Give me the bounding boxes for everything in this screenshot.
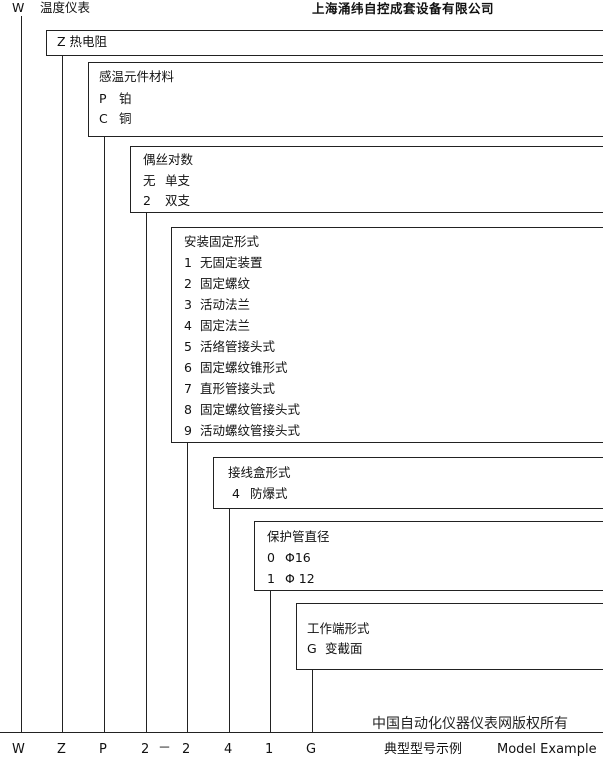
connector-line-pairs [146,211,147,732]
example-code: 2 [141,742,150,757]
example-code: 2 [182,742,191,757]
option-code: 0 [267,550,275,565]
option-code: P [99,91,107,106]
option-code: 4 [184,318,192,333]
connector-line-mount [187,441,188,732]
company-name: 上海涌纬自控成套设备有限公司 [312,1,495,16]
option-text: 防爆式 [250,486,288,501]
example-code: 4 [224,742,233,757]
option-text: Φ 12 [285,571,315,586]
example-label-en: Model Example [497,742,597,757]
baseline [0,732,603,733]
option-text: 固定螺纹管接头式 [200,402,301,417]
connector-line-p [104,135,105,732]
option-text: 铂 [119,91,132,106]
option-text: Φ16 [285,550,311,565]
watermark-text: 中国自动化仪器仪表网版权所有 [372,716,568,732]
option-code: G [307,641,317,656]
example-separator: － [158,741,172,756]
option-code: 4 [232,486,240,501]
option-code: 3 [184,297,192,312]
example-code: Z [57,742,66,757]
level-type-box: Z 热电阻 [46,30,603,56]
option-text: 固定螺纹锥形式 [200,360,288,375]
connector-line-w [21,16,22,732]
option-text: 单支 [165,173,191,188]
level-pairs-title: 偶丝对数 [143,152,194,167]
option-code: 1 [184,255,192,270]
option-text: 变截面 [325,641,363,656]
level-end-box: 工作端形式 G 变截面 [296,603,603,670]
option-text: 活络管接头式 [200,339,276,354]
option-text: 双支 [165,193,191,208]
example-code: P [99,742,107,757]
example-code: 1 [265,742,274,757]
option-code: 无 [143,173,156,188]
level-diameter-box: 保护管直径 0 Φ16 1 Φ 12 [254,521,603,591]
connector-line-z [62,54,63,732]
connector-line-junction [229,507,230,732]
level-diameter-title: 保护管直径 [267,529,330,544]
option-text: 活动螺纹管接头式 [200,423,301,438]
option-text: 固定螺纹 [200,276,251,291]
level-material-box: 感温元件材料 P 铂 C 铜 [88,62,603,137]
level-end-title: 工作端形式 [307,621,370,636]
option-text: 铜 [119,111,132,126]
example-label-cn: 典型型号示例 [384,742,463,757]
example-code: G [306,742,317,757]
option-code: 1 [267,571,275,586]
header-title: 温度仪表 [40,0,91,15]
level-mount-title: 安装固定形式 [184,234,260,249]
header-code: W [12,0,25,15]
option-code: C [99,111,108,126]
option-code: 2 [143,193,151,208]
option-code: 8 [184,402,192,417]
option-code: 9 [184,423,192,438]
level-junction-box: 接线盒形式 4 防爆式 [213,457,603,509]
option-text: 直形管接头式 [200,381,276,396]
option-text: 固定法兰 [200,318,251,333]
level-material-title: 感温元件材料 [99,69,175,84]
option-code: 2 [184,276,192,291]
level-junction-title: 接线盒形式 [228,465,291,480]
level-mount-box: 安装固定形式 1 无固定装置 2 固定螺纹 3 活动法兰 4 固定法兰 5 活络… [171,227,603,443]
option-text: 活动法兰 [200,297,251,312]
option-code: 7 [184,381,192,396]
option-code: 6 [184,360,192,375]
option-code: 5 [184,339,192,354]
level-type-title: Z 热电阻 [57,34,108,49]
option-text: 无固定装置 [200,255,263,270]
connector-line-diameter [270,589,271,732]
connector-line-end [312,668,313,732]
level-pairs-box: 偶丝对数 无 单支 2 双支 [130,146,603,213]
example-code: W [12,742,25,757]
